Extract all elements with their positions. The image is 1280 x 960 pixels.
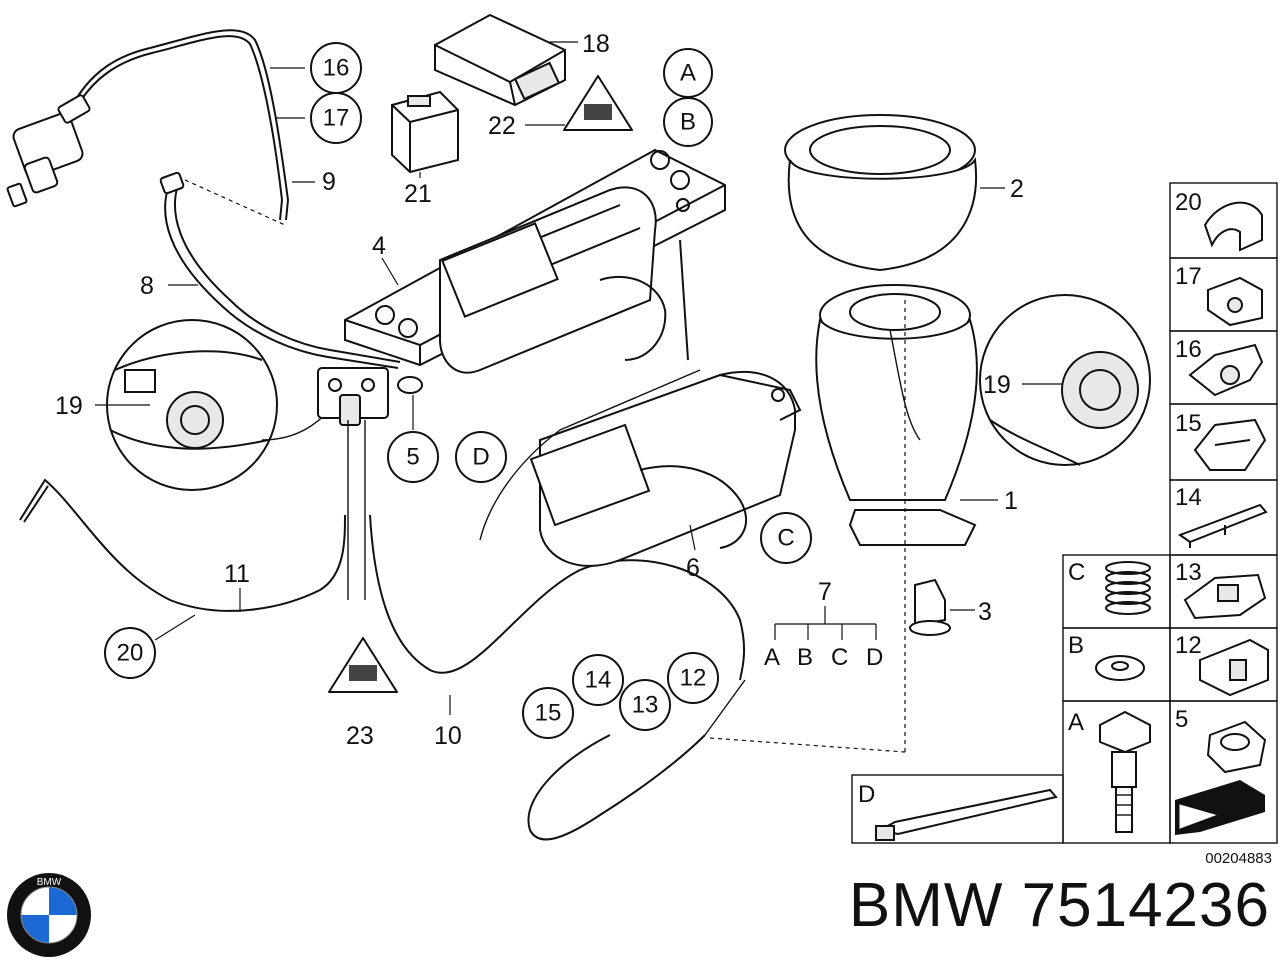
part-3-bump-stop	[909, 578, 951, 636]
warning-triangle-icon	[563, 75, 633, 131]
grid-part-14-bracket	[1177, 503, 1268, 548]
callout-16-label: 16	[323, 55, 350, 82]
label-19-right: 19	[983, 371, 1011, 399]
grid-label-5: 5	[1175, 706, 1188, 733]
grid-label-15: 15	[1175, 410, 1202, 437]
arrow-icon	[1175, 780, 1265, 835]
label-7-B: B	[797, 644, 813, 671]
compressor-upper	[439, 186, 689, 374]
label-7-A: A	[764, 644, 780, 671]
label-6: 6	[686, 554, 700, 582]
compressor-6	[479, 369, 802, 567]
grid-part-12-clip	[1199, 638, 1269, 697]
callout-15-label: 15	[535, 700, 562, 727]
control-unit-18	[434, 13, 566, 107]
brand-title: BMW 7514236	[848, 871, 1270, 940]
callout-17-label: 17	[323, 105, 350, 132]
grid-part-C-spring	[1105, 561, 1151, 615]
label-10: 10	[434, 722, 462, 750]
label-18: 18	[582, 30, 610, 58]
sensor-cable-assembly	[6, 29, 290, 221]
parts-grid	[851, 182, 1278, 844]
label-2: 2	[1010, 175, 1024, 203]
grid-label-C: C	[1068, 559, 1085, 586]
grid-part-17-clip	[1207, 276, 1263, 327]
valve-block	[317, 367, 423, 426]
cable-11	[19, 478, 346, 612]
callout-20-label: 20	[117, 640, 144, 667]
grid-part-15-clip	[1193, 418, 1267, 471]
callout-20	[104, 627, 156, 679]
air-spring-1	[815, 284, 978, 546]
callout-B	[663, 97, 713, 147]
callout-C	[760, 512, 812, 564]
grid-label-12: 12	[1175, 632, 1202, 659]
label-7: 7	[818, 578, 832, 606]
callout-13-label: 13	[632, 692, 659, 719]
label-4: 4	[372, 232, 386, 260]
grid-part-13-clip	[1183, 573, 1267, 620]
grid-label-D: D	[858, 781, 875, 808]
callout-5	[387, 431, 439, 483]
warning-triangle-icon	[328, 637, 398, 693]
label-1: 1	[1004, 487, 1018, 515]
label-7-C: C	[831, 644, 848, 671]
grid-part-16-clip	[1188, 343, 1264, 397]
label-8: 8	[140, 272, 154, 300]
grid-part-20-clip	[1203, 201, 1263, 252]
grid-label-14: 14	[1175, 484, 1202, 511]
bmw-logo: BMW	[7, 873, 91, 957]
callout-D-label: D	[472, 444, 489, 471]
grid-label-17: 17	[1175, 263, 1202, 290]
grid-label-B: B	[1068, 632, 1084, 659]
callout-12-label: 12	[680, 665, 707, 692]
callout-17	[310, 92, 362, 144]
relay-21	[391, 90, 459, 174]
air-line-8	[159, 171, 401, 369]
label-11: 11	[224, 560, 250, 588]
catalog-number: 00204883	[1205, 850, 1272, 867]
label-9: 9	[322, 168, 336, 196]
label-3: 3	[978, 598, 992, 626]
grid-part-D-cable-tie	[875, 788, 1058, 841]
callout-D	[455, 431, 507, 483]
callout-B-label: B	[680, 109, 696, 136]
callout-15	[522, 687, 574, 739]
cable-12-15	[527, 679, 906, 841]
cable-10	[347, 420, 746, 681]
detail-circle-19-left	[106, 319, 331, 491]
label-21: 21	[404, 180, 432, 208]
grid-label-20: 20	[1175, 189, 1202, 216]
callout-A-label: A	[680, 60, 696, 87]
grid-label-13: 13	[1175, 559, 1202, 586]
bmw-logo-letters: BMW	[37, 877, 62, 888]
callout-12	[667, 652, 719, 704]
label-7-D: D	[866, 644, 883, 671]
callout-5-label: 5	[406, 444, 419, 471]
callout-14	[572, 654, 624, 706]
grid-part-B-washer	[1095, 655, 1145, 681]
callout-C-label: C	[777, 525, 794, 552]
grid-label-16: 16	[1175, 336, 1202, 363]
grid-part-5-nut	[1206, 720, 1267, 774]
grid-label-A: A	[1068, 709, 1084, 736]
label-19-left: 19	[55, 392, 83, 420]
grid-part-A-bolt	[1099, 710, 1151, 833]
callout-13	[619, 679, 671, 731]
detail-circle-19-right	[979, 294, 1151, 466]
dust-cover-2	[784, 114, 978, 272]
label-23: 23	[346, 722, 374, 750]
callout-14-label: 14	[585, 667, 612, 694]
label-22: 22	[488, 112, 516, 140]
